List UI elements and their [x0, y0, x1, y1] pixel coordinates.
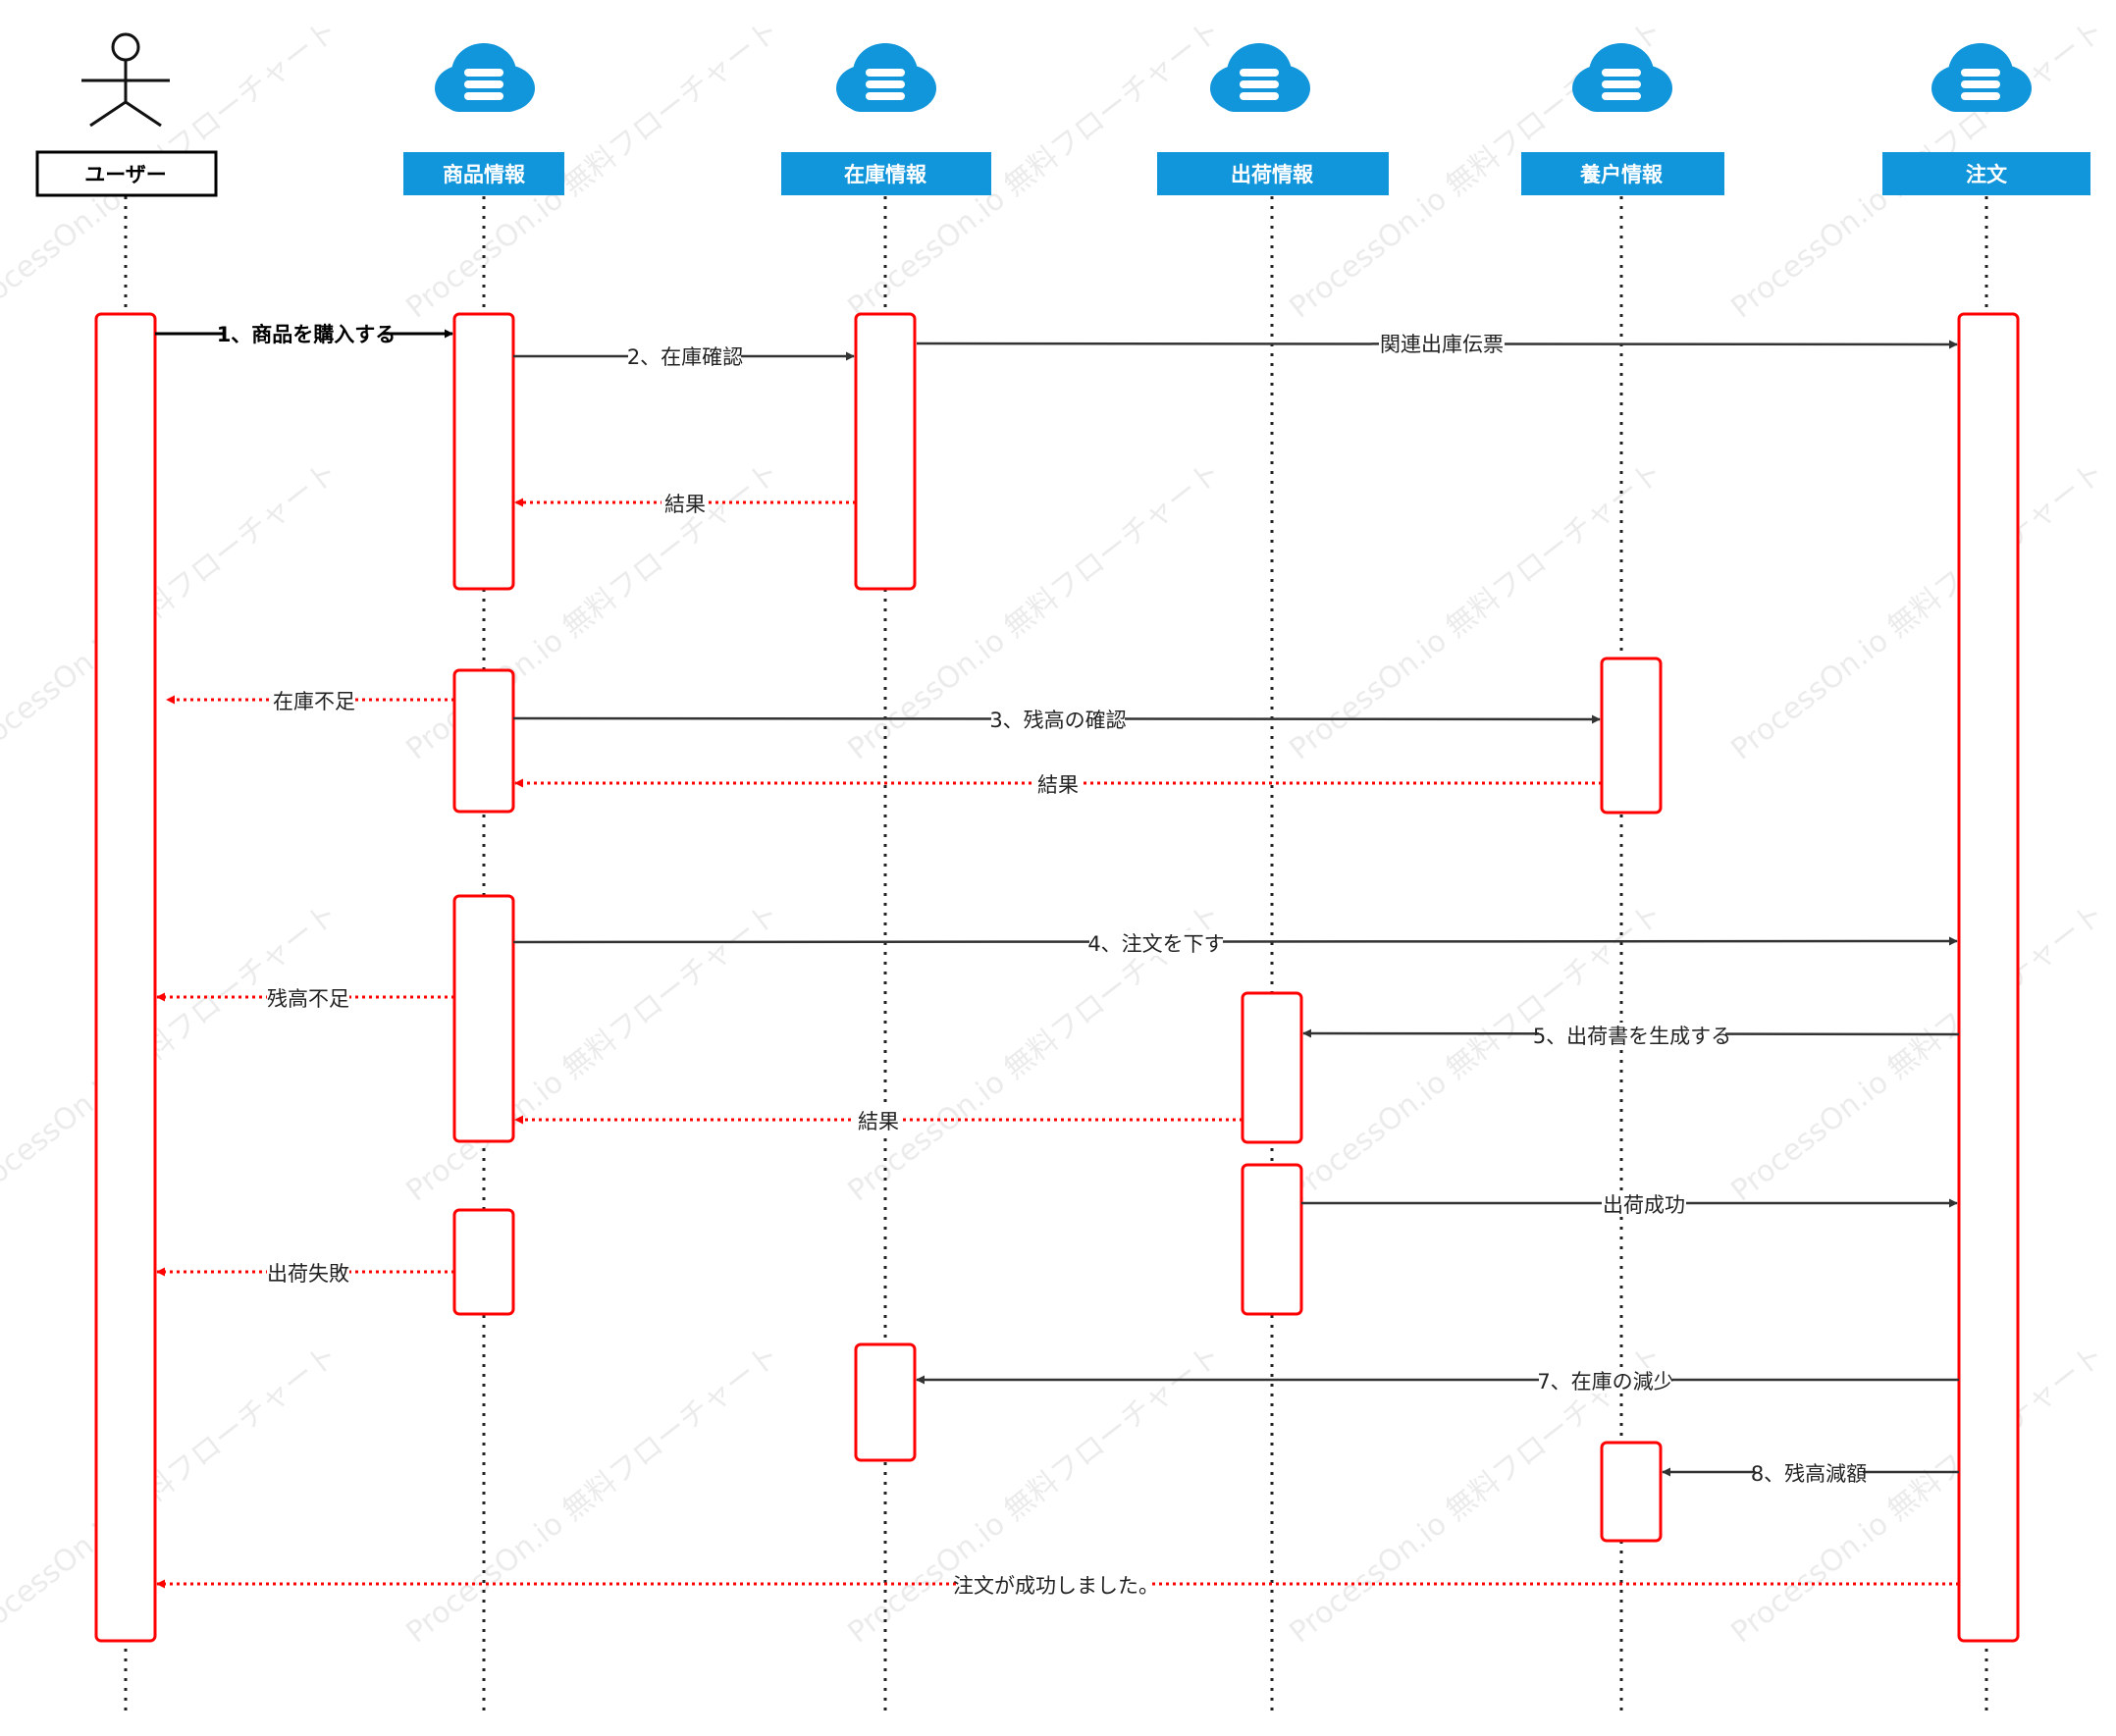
participant-product: 商品情報 [403, 43, 564, 195]
cloud-database-icon [1931, 43, 2032, 112]
participant-order: 注文 [1882, 43, 2090, 195]
activation-shipping-2 [1241, 1163, 1303, 1316]
actor-user: ユーザー [35, 150, 218, 197]
activation-order [1957, 312, 2020, 1643]
message-label-4: 結果 [664, 493, 706, 516]
participant-label-order: 注文 [1966, 163, 2008, 186]
activation-shipping-1 [1241, 991, 1303, 1144]
participant-account: 養户情報 [1521, 43, 1724, 195]
messages: 1、商品を購入する 2、在庫確認 関連出庫伝票 結果 在庫不足 [155, 321, 1960, 1598]
message-15: 8、残高減額 [1662, 1460, 1959, 1486]
message-label-3: 関連出庫伝票 [1380, 333, 1504, 356]
watermark-text: ProcessOn.io 無料フローチャート [1724, 454, 2110, 766]
message-label-10: 5、出荷書を生成する [1533, 1025, 1731, 1048]
watermark-text: ProcessOn.io 無料フローチャート [1724, 896, 2110, 1208]
message-label-6: 3、残高の確認 [989, 709, 1126, 732]
message-label-5: 在庫不足 [273, 690, 355, 713]
message-9: 残高不足 [156, 985, 454, 1011]
actor-label: ユーザー [84, 163, 167, 186]
activations [94, 312, 2020, 1643]
message-14: 7、在庫の減少 [916, 1368, 1959, 1394]
message-label-7: 結果 [1037, 773, 1079, 797]
message-4: 結果 [514, 491, 856, 516]
message-12: 出荷成功 [1301, 1191, 1958, 1217]
participant-label-product: 商品情報 [443, 163, 526, 186]
cloud-database-icon [836, 43, 936, 112]
activation-product-4 [452, 1208, 515, 1316]
activation-account-2 [1600, 1441, 1663, 1543]
message-6: 3、残高の確認 [512, 707, 1601, 732]
message-label-16: 注文が成功しました。 [953, 1574, 1159, 1598]
message-7: 結果 [514, 772, 1602, 798]
participant-shipping: 出荷情報 [1157, 43, 1389, 195]
message-2: 2、在庫確認 [513, 343, 855, 369]
message-label-14: 7、在庫の減少 [1537, 1370, 1673, 1394]
message-label-9: 残高不足 [267, 987, 349, 1011]
activation-product-1 [452, 312, 515, 591]
activation-product-3 [452, 894, 515, 1143]
stick-figure-icon [81, 32, 170, 128]
message-label-8: 4、注文を下す [1087, 932, 1224, 956]
watermark-text: ProcessOn.io 無料フローチャート [1724, 1338, 2110, 1650]
activation-account-1 [1600, 657, 1663, 815]
cloud-database-icon [1210, 43, 1310, 112]
message-16: 注文が成功しました。 [156, 1572, 1959, 1598]
message-1: 1、商品を購入する [155, 321, 453, 346]
message-label-11: 結果 [858, 1110, 899, 1133]
watermark-text: ProcessOn.io 無料フローチャート [399, 1338, 785, 1650]
message-label-1: 1、商品を購入する [217, 323, 397, 346]
message-label-12: 出荷成功 [1603, 1193, 1685, 1217]
participant-stock: 在庫情報 [781, 43, 991, 195]
activation-user [94, 312, 157, 1643]
message-label-2: 2、在庫確認 [627, 345, 743, 369]
watermark-text: ProcessOn.io 無料フローチャート [0, 454, 344, 766]
watermark-text: ProcessOn.io 無料フローチャート [0, 1338, 344, 1650]
message-8: 4、注文を下す [512, 930, 1958, 956]
activation-stock-2 [854, 1342, 917, 1462]
participant-label-shipping: 出荷情報 [1231, 163, 1314, 186]
cloud-database-icon [1572, 43, 1672, 112]
message-label-13: 出荷失敗 [267, 1262, 349, 1286]
message-13: 出荷失敗 [156, 1260, 454, 1286]
message-11: 結果 [514, 1109, 1243, 1134]
participant-label-account: 養户情報 [1579, 163, 1664, 186]
participant-label-stock: 在庫情報 [844, 163, 927, 186]
message-10: 5、出荷書を生成する [1302, 1023, 1960, 1048]
watermark-text: ProcessOn.io 無料フローチャート [1283, 896, 1668, 1208]
cloud-database-icon [435, 43, 535, 112]
watermark-text: ProcessOn.io 無料フローチャート [0, 896, 344, 1208]
activation-product-2 [452, 668, 515, 814]
activation-stock-1 [854, 312, 917, 591]
message-5: 在庫不足 [166, 689, 454, 714]
message-3: 関連出庫伝票 [916, 331, 1958, 356]
message-label-15: 8、残高減額 [1751, 1462, 1867, 1486]
